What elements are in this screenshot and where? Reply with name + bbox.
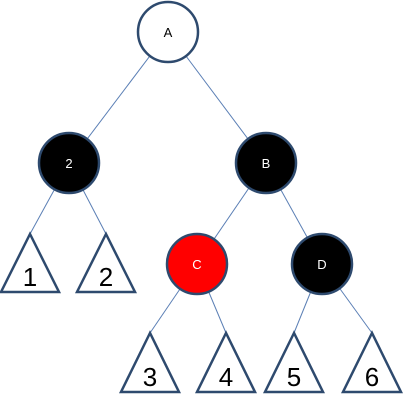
nodes-layer: A 2 B C D	[37, 0, 354, 296]
subtree-triangle	[262, 330, 326, 394]
node-2-group: 2	[37, 131, 101, 195]
subtree-label: 2	[99, 262, 113, 292]
subtree-triangle	[340, 330, 404, 394]
subtree-5-triangle-group: 5	[262, 330, 326, 394]
subtree-label: 5	[287, 362, 301, 392]
node-label: D	[317, 257, 326, 272]
node-label: 2	[65, 156, 72, 171]
subtree-label: 1	[23, 262, 37, 292]
subtree-2-triangle-group: 2	[74, 231, 138, 294]
subtree-6-triangle-group: 6	[340, 330, 404, 394]
node-C-group: C	[165, 232, 229, 296]
node-label: B	[262, 156, 271, 171]
node-circle	[37, 131, 101, 195]
subtree-triangle	[74, 231, 138, 294]
node-B-group: B	[234, 131, 298, 195]
node-label: C	[192, 257, 201, 272]
subtree-label: 3	[143, 362, 157, 392]
node-A-group: A	[136, 0, 200, 64]
node-circle	[165, 232, 229, 296]
subtree-1-triangle-group: 1	[0, 231, 62, 294]
subtrees-layer: 1 2 3 4 5 6	[0, 231, 404, 394]
subtree-4-triangle-group: 4	[194, 330, 258, 394]
subtree-label: 4	[219, 362, 233, 392]
subtree-label: 6	[365, 362, 379, 392]
subtree-3-triangle-group: 3	[118, 330, 182, 394]
subtree-triangle	[194, 330, 258, 394]
subtree-triangle	[118, 330, 182, 394]
node-D-group: D	[290, 232, 354, 296]
node-label: A	[164, 25, 173, 40]
node-circle	[136, 0, 200, 64]
node-circle	[290, 232, 354, 296]
subtree-triangle	[0, 231, 62, 294]
node-circle	[234, 131, 298, 195]
